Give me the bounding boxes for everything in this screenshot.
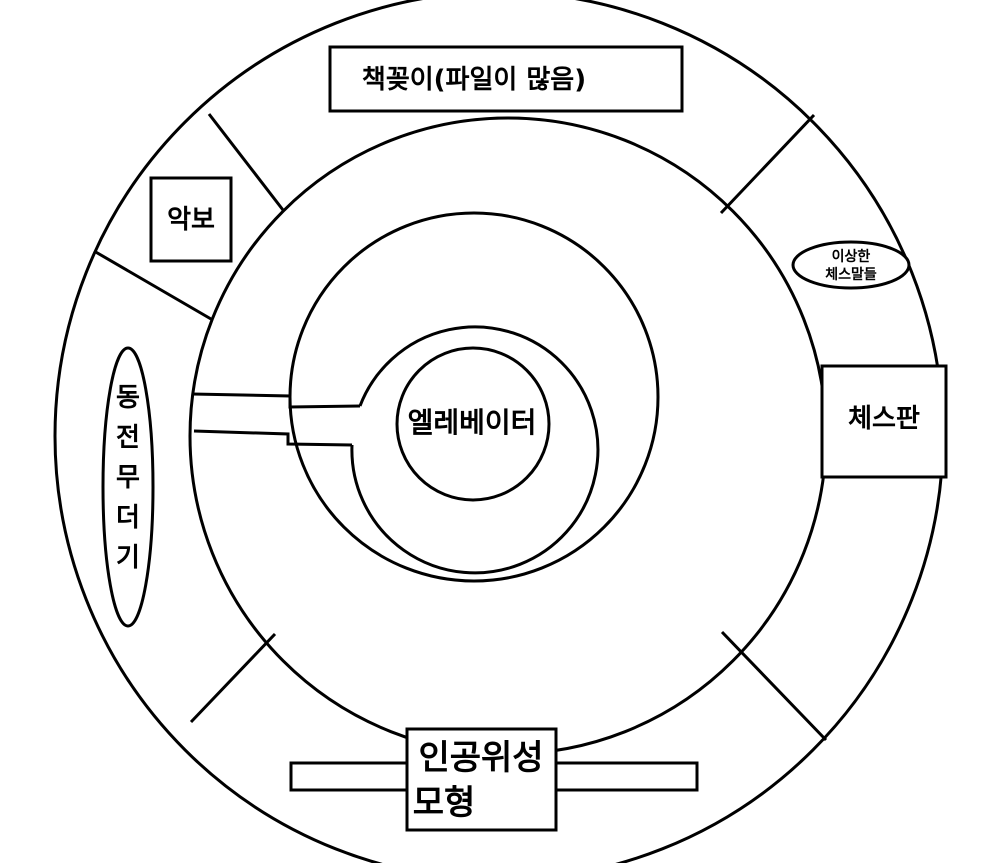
chessboard-label: 체스판	[848, 404, 920, 434]
satellite-body-box	[405, 727, 558, 832]
divider-lower-left	[189, 632, 277, 724]
coin-pile-char-3: 무	[116, 463, 140, 493]
strange-chess-pieces-label-line1: 이상한	[832, 248, 871, 265]
coin-pile-ellipse	[101, 346, 155, 628]
divider-upper-left	[207, 113, 285, 211]
satellite-left-panel	[289, 761, 411, 792]
divider-upper-right	[719, 113, 816, 215]
bookshelf-box	[328, 45, 684, 113]
satellite-right-panel	[553, 761, 699, 792]
coin-pile-char-5: 기	[116, 543, 140, 573]
elevator-label: 엘레베이터	[408, 406, 537, 439]
inner-ring	[288, 211, 660, 583]
corridor-bottom-line	[193, 429, 353, 447]
divider-lower-right	[720, 630, 828, 742]
strange-chess-pieces-label-line2: 체스말들	[825, 267, 877, 283]
sheet-music-box	[149, 176, 233, 263]
coin-pile-char-4: 더	[116, 503, 140, 533]
divider-left	[93, 249, 212, 321]
satellite-label-line2: 모형	[413, 783, 476, 823]
corridor-top-line	[191, 392, 361, 409]
chessboard-box	[820, 364, 948, 479]
elevator-circle	[395, 346, 551, 502]
satellite-label-line1: 인공위성	[418, 738, 543, 778]
sheet-music-label: 악보	[167, 205, 215, 235]
strange-chess-pieces-ellipse	[791, 240, 911, 290]
coin-pile-char-1: 동	[116, 383, 140, 413]
coin-pile-char-2: 전	[116, 423, 140, 453]
bookshelf-label: 책꽂이(파일이 많음)	[362, 65, 586, 95]
elevator-surround-ring	[350, 325, 600, 575]
